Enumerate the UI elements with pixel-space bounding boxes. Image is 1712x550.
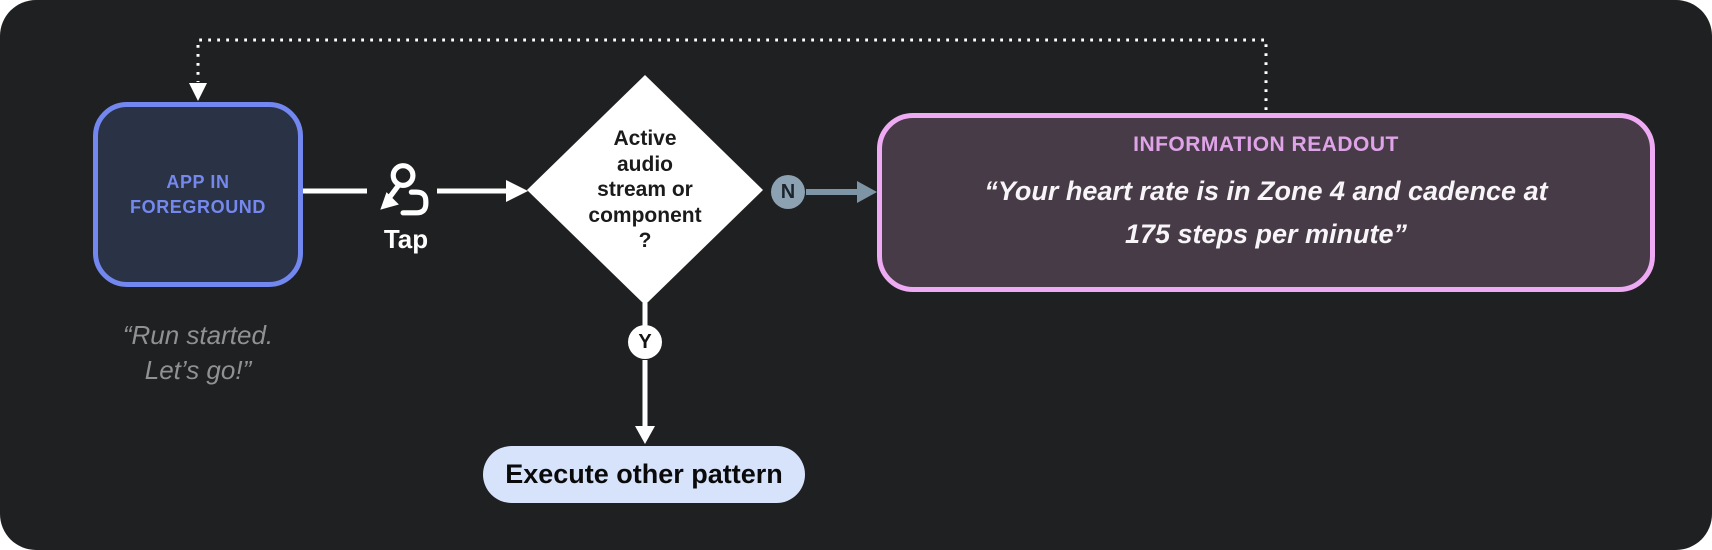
app-voice-caption: “Run started. Let’s go!” [122,320,274,386]
no-arrowhead-icon [857,181,877,203]
execute-other-pattern-label: Execute other pattern [505,459,783,489]
tap-gesture-icon [380,163,429,216]
information-readout-quote: “Your heart rate is in Zone 4 and cadenc… [984,176,1548,250]
feedback-dotted-connector [196,38,1268,110]
tap-label: Tap [383,224,429,254]
node-execute-other-pattern: Execute other pattern [483,446,805,503]
yes-arrowhead-icon [635,426,655,444]
information-readout-title: INFORMATION READOUT [1133,133,1399,156]
decision-question-label: Active audio stream or component ? [588,127,702,253]
node-app-in-foreground: APP IN FOREGROUND [93,102,303,287]
app-in-foreground-label: APP IN FOREGROUND [130,172,266,217]
branch-yes-badge: Y [628,325,662,359]
decision-diamond-shape [527,75,763,305]
branch-no-badge: N [771,175,805,209]
node-information-readout: INFORMATION READOUT “Your heart rate is … [877,113,1655,292]
tap-to-decision-arrowhead-icon [506,180,528,202]
feedback-arrowhead-icon [189,83,207,101]
